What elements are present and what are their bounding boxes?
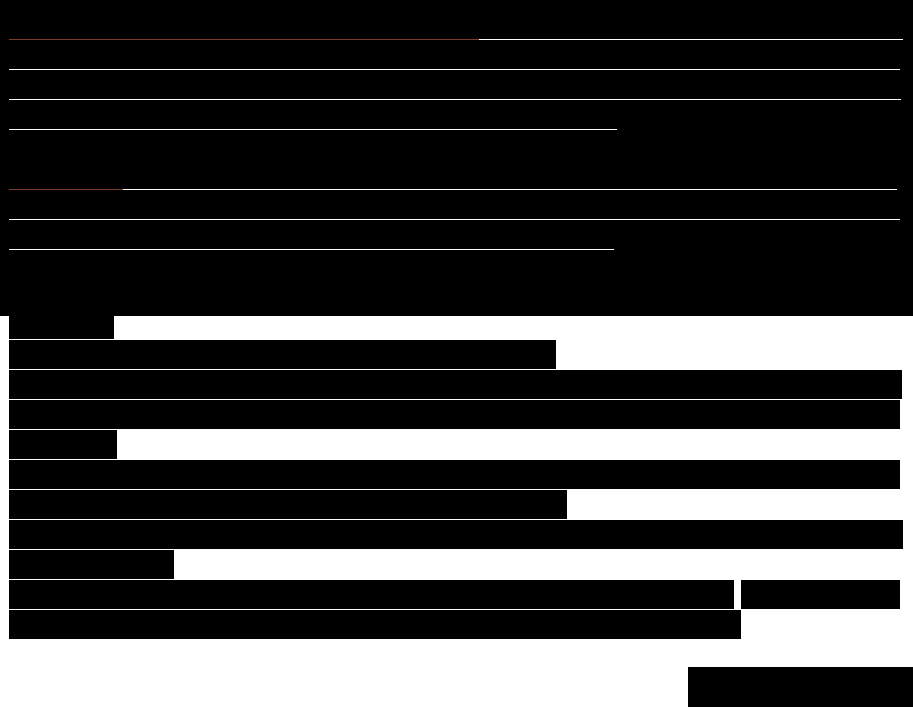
redacted-text-block [741, 580, 900, 609]
divider-rule [9, 99, 901, 100]
redacted-text-block [9, 490, 567, 519]
redacted-action-button[interactable] [688, 667, 913, 707]
divider-rule [479, 39, 903, 40]
divider-rule [123, 189, 897, 190]
redacted-text-block [9, 370, 902, 399]
divider-rule [9, 219, 900, 220]
redacted-text-block [9, 340, 556, 369]
redacted-text-block [9, 550, 174, 579]
redacted-text-block [9, 400, 900, 429]
redacted-text-block [9, 460, 900, 489]
redacted-text-block [9, 430, 117, 459]
accent-rule [9, 39, 479, 40]
redacted-text-block [9, 610, 741, 639]
redacted-header-region [0, 0, 913, 316]
redacted-text-block [9, 580, 734, 609]
redacted-text-block [9, 310, 114, 339]
divider-rule [9, 249, 614, 250]
redacted-text-block [9, 520, 903, 549]
accent-rule [9, 189, 123, 190]
divider-rule [9, 69, 900, 70]
divider-rule [9, 129, 617, 130]
